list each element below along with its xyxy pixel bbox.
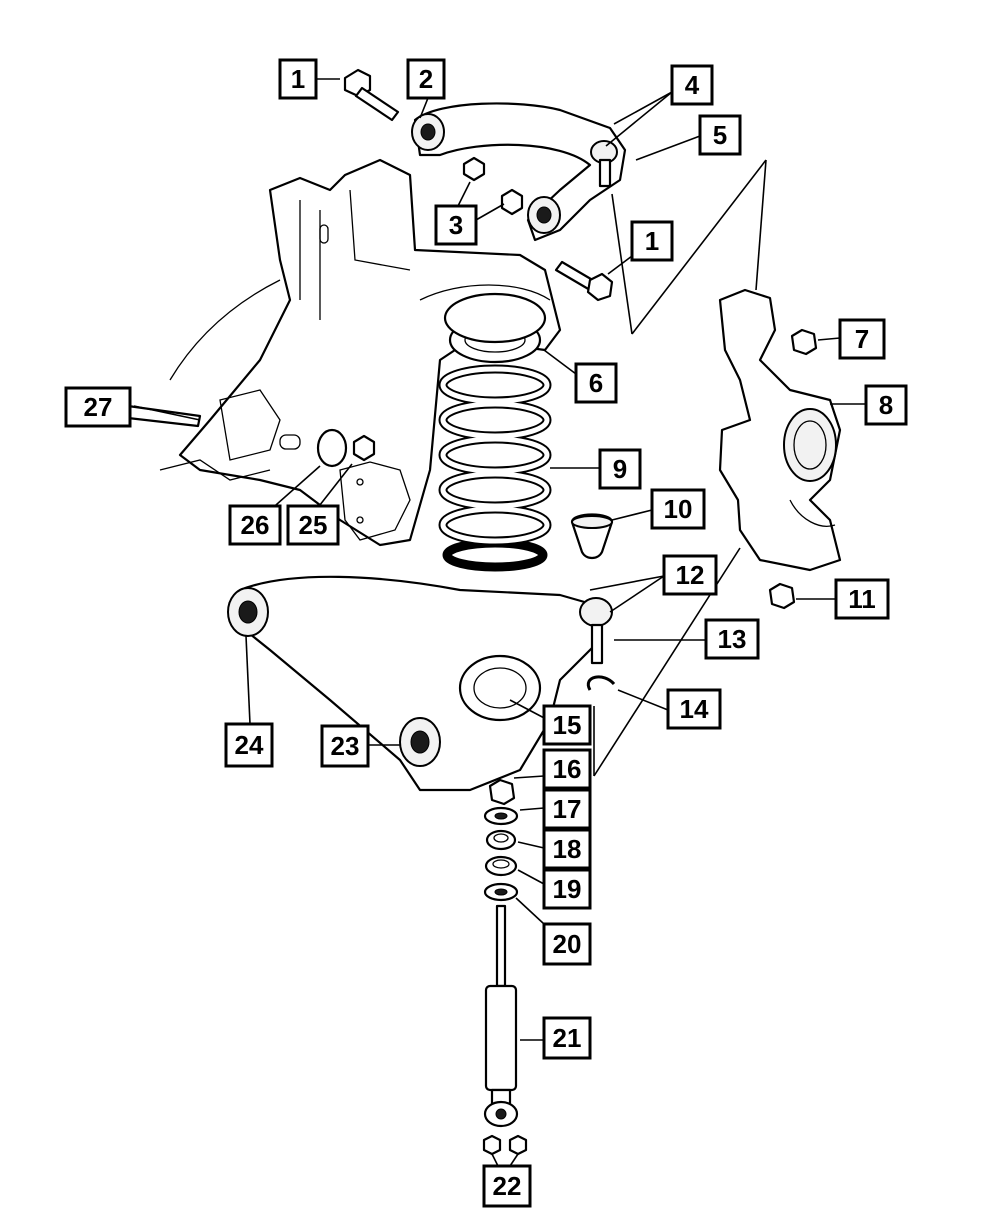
svg-text:10: 10	[664, 494, 693, 524]
svg-text:17: 17	[553, 794, 582, 824]
callout-4: 4	[670, 64, 714, 106]
svg-text:4: 4	[685, 70, 700, 100]
callout-23: 23	[320, 724, 370, 768]
frame-crossmember	[159, 158, 562, 547]
grommet-lower	[484, 855, 518, 877]
svg-text:1: 1	[291, 64, 305, 94]
svg-text:2: 2	[419, 64, 433, 94]
svg-text:8: 8	[879, 390, 893, 420]
callout-8: 8	[864, 384, 908, 426]
callout-14: 14	[666, 688, 722, 730]
jounce-bumper	[570, 513, 614, 560]
nut-knuckle-lower	[768, 582, 796, 610]
callout-17: 17	[542, 788, 592, 830]
callout-18: 18	[542, 828, 592, 870]
callout-5: 5	[698, 114, 742, 156]
callout-11: 11	[834, 578, 890, 620]
callout-16: 16	[542, 748, 592, 790]
callout-1-top: 1	[278, 58, 318, 100]
callout-9: 9	[598, 448, 642, 490]
svg-text:1: 1	[645, 226, 659, 256]
callout-27: 27	[64, 386, 132, 428]
callout-1-lower: 1	[630, 220, 674, 262]
retainer-lower	[483, 882, 519, 902]
upper-control-arm	[411, 102, 627, 242]
callout-21: 21	[542, 1016, 592, 1060]
callout-13: 13	[704, 618, 760, 660]
svg-text:21: 21	[553, 1023, 582, 1053]
lower-control-arm	[227, 575, 613, 792]
snap-ring	[586, 675, 616, 691]
callout-7: 7	[838, 318, 886, 360]
svg-text:18: 18	[553, 834, 582, 864]
callout-12: 12	[662, 554, 718, 596]
svg-text:23: 23	[331, 731, 360, 761]
svg-text:6: 6	[589, 368, 603, 398]
svg-text:20: 20	[553, 929, 582, 959]
svg-text:12: 12	[676, 560, 705, 590]
callout-24: 24	[224, 722, 274, 768]
retainer-upper	[483, 806, 519, 826]
callout-19: 19	[542, 868, 592, 910]
svg-text:25: 25	[299, 510, 328, 540]
steering-knuckle	[718, 288, 842, 572]
callout-10: 10	[650, 488, 706, 530]
svg-text:9: 9	[613, 454, 627, 484]
svg-text:16: 16	[553, 754, 582, 784]
svg-text:26: 26	[241, 510, 270, 540]
svg-text:24: 24	[235, 730, 264, 760]
callout-22: 22	[482, 1164, 532, 1208]
svg-text:11: 11	[848, 584, 876, 614]
callout-2: 2	[406, 58, 446, 100]
svg-text:5: 5	[713, 120, 727, 150]
cam-washer	[316, 428, 348, 468]
nut-upper-arm	[462, 156, 524, 216]
svg-text:15: 15	[553, 710, 582, 740]
bolt-upper-front	[343, 68, 400, 122]
shock-nut	[488, 778, 516, 806]
spring-isolator	[443, 292, 547, 364]
svg-text:7: 7	[855, 324, 869, 354]
callout-6: 6	[574, 362, 618, 404]
callout-25: 25	[286, 504, 340, 546]
callout-26: 26	[228, 504, 282, 546]
svg-text:19: 19	[553, 874, 582, 904]
bolt-upper-rear	[554, 260, 614, 302]
callout-3: 3	[434, 204, 478, 246]
svg-text:27: 27	[84, 392, 113, 422]
svg-text:14: 14	[680, 694, 709, 724]
cam-nut	[352, 434, 376, 462]
svg-text:3: 3	[449, 210, 463, 240]
shock-absorber	[483, 904, 519, 1128]
svg-text:22: 22	[493, 1171, 522, 1201]
coil-spring	[438, 364, 552, 572]
nut-knuckle-upper	[790, 328, 818, 356]
shock-lower-nuts	[482, 1134, 528, 1156]
grommet-upper	[485, 829, 517, 851]
svg-text:13: 13	[718, 624, 747, 654]
callout-20: 20	[542, 922, 592, 966]
leader-lines	[133, 78, 866, 1167]
callout-15: 15	[542, 704, 592, 746]
